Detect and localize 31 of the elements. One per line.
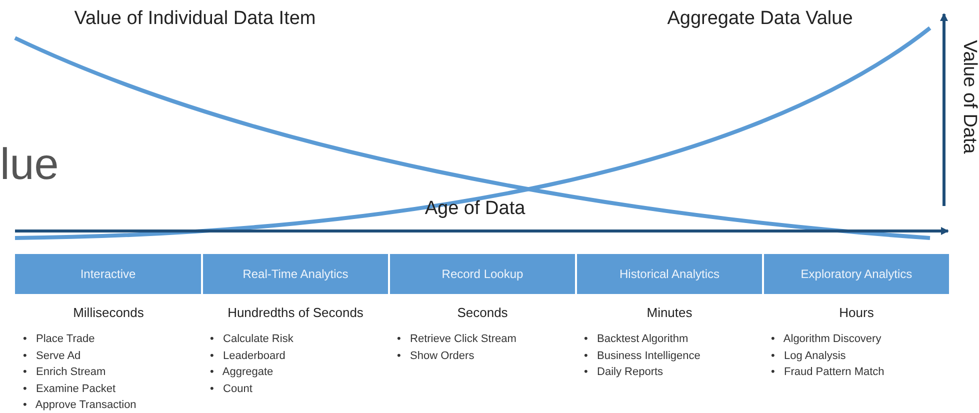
- list-item: • Daily Reports: [584, 366, 664, 378]
- list-item: • Log Analysis: [771, 350, 846, 362]
- list-item: • Business Intelligence: [584, 350, 700, 362]
- column-header: Interactive: [15, 254, 201, 294]
- heading-fragment: lue: [0, 140, 59, 190]
- list-item: • Serve Ad: [23, 350, 81, 362]
- list-item: • Calculate Risk: [210, 333, 294, 345]
- list-item: • Count: [210, 382, 252, 394]
- curve-label: Aggregate Data Value: [666, 8, 854, 30]
- list-item: • Retrieve Click Stream: [397, 333, 516, 345]
- curve-label: Value of Individual Data Item: [73, 8, 317, 30]
- list-item: • Place Trade: [23, 333, 95, 345]
- list-item: • Show Orders: [397, 350, 474, 362]
- time-scale-label: Hours: [838, 305, 875, 320]
- axis-label: Value of Data: [958, 40, 979, 154]
- list-item: • Examine Packet: [23, 382, 116, 394]
- list-item: • Approve Transaction: [23, 399, 136, 411]
- time-scale-label: Minutes: [646, 305, 694, 320]
- column-header: Historical Analytics: [577, 254, 762, 294]
- column-header: Exploratory Analytics: [764, 254, 949, 294]
- list-item: • Aggregate: [210, 366, 274, 378]
- list-item: • Leaderboard: [210, 350, 286, 362]
- time-scale-label: Seconds: [456, 305, 509, 320]
- time-scale-label: Milliseconds: [72, 305, 145, 320]
- list-item: • Algorithm Discovery: [771, 333, 882, 345]
- column-header: Real-Time Analytics: [203, 254, 388, 294]
- list-item: • Backtest Algorithm: [584, 333, 688, 345]
- column-header: Record Lookup: [390, 254, 575, 294]
- list-item: • Fraud Pattern Match: [771, 366, 884, 378]
- list-item: • Enrich Stream: [23, 366, 106, 378]
- time-scale-label: Hundredths of Seconds: [226, 305, 364, 320]
